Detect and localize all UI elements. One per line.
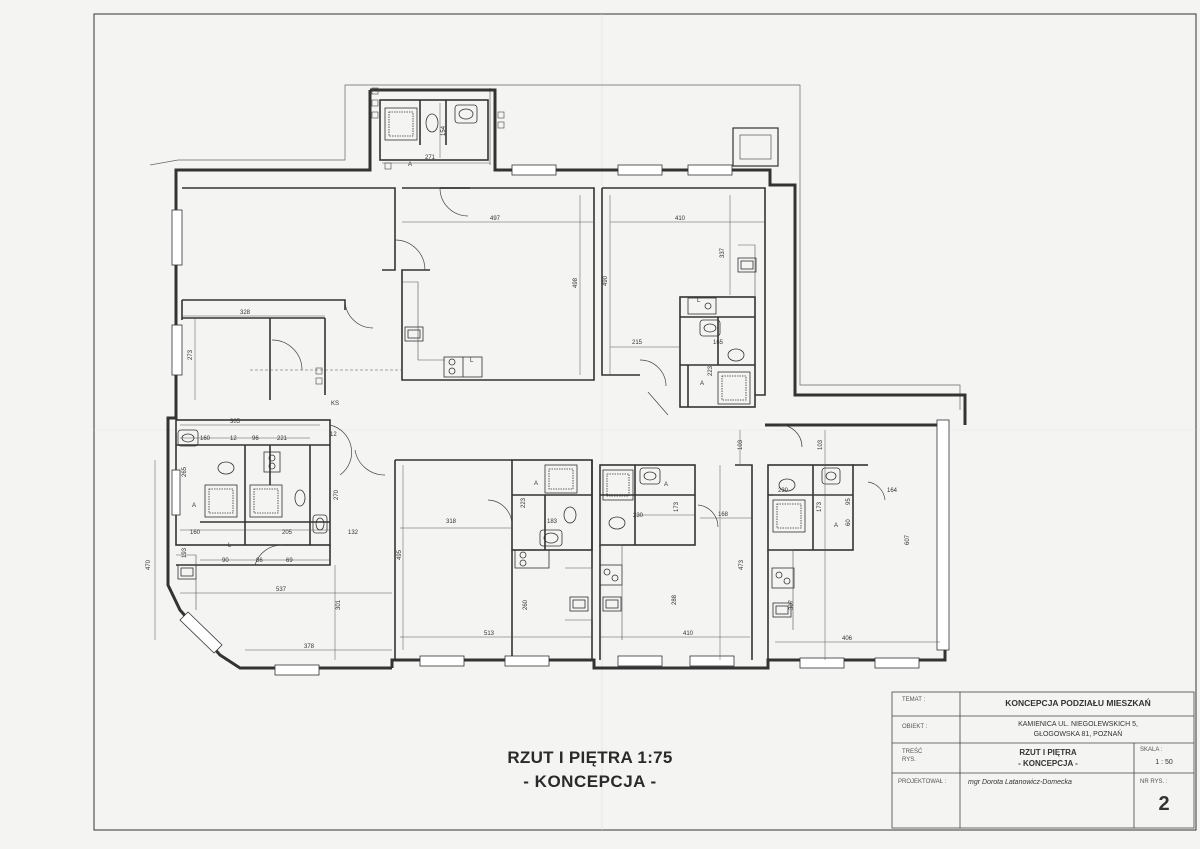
rys-label: RYS. <box>902 757 916 763</box>
dimension-label: 168 <box>718 512 729 518</box>
appliance-label: A <box>664 482 668 488</box>
ks-label: KS <box>331 401 339 407</box>
drawing-title-line1: RZUT I PIĘTRA 1:75 <box>507 748 673 767</box>
dimension-label: 328 <box>240 310 251 316</box>
appliance-label: A <box>534 481 538 487</box>
tresc-label: TREŚĆ <box>902 749 923 755</box>
counter <box>176 244 794 640</box>
dimension-label: 337 <box>720 247 726 258</box>
dimension-label: 265 <box>182 466 188 477</box>
dimension-label: 537 <box>276 587 287 593</box>
dimension-label: 160 <box>190 530 201 536</box>
appliance-label: A <box>192 503 196 509</box>
dimension-label: 495 <box>397 549 403 560</box>
dimension-label: 410 <box>675 216 686 222</box>
dimension-texts: 271 154 497 410 337 490 498 328 273 215 … <box>146 125 911 650</box>
appliance-label: A <box>834 523 838 529</box>
dimension-label: 215 <box>632 340 643 346</box>
appliance-label: A <box>700 381 704 387</box>
dimension-label: 95 <box>846 498 852 505</box>
dimension-lines <box>154 103 940 660</box>
dimension-label: 173 <box>817 501 823 512</box>
dimension-label: 12 <box>230 436 237 442</box>
dimension-label: 160 <box>200 436 211 442</box>
appliance-label: L <box>697 298 701 304</box>
nr-rys-value: 2 <box>1158 793 1170 815</box>
nr-rys-label: NR RYS. : <box>1140 779 1168 785</box>
dimension-label: 96 <box>252 436 259 442</box>
dimension-label: 406 <box>842 636 853 642</box>
dimension-label: 60 <box>846 519 852 526</box>
dimension-label: 498 <box>573 277 579 288</box>
tresc-value-line1: RZUT I PIĘTRA <box>1019 748 1077 757</box>
dimension-label: 164 <box>887 488 898 494</box>
dimension-label: 318 <box>446 519 457 525</box>
dimension-label: 103 <box>818 439 824 450</box>
dimension-label: 154 <box>441 125 447 136</box>
dimension-label: 230 <box>778 488 789 494</box>
dimension-label: 221 <box>277 436 288 442</box>
appliance-label: L <box>228 543 232 549</box>
dimension-label: 270 <box>334 489 340 500</box>
dimension-label: 490 <box>603 275 609 286</box>
dimension-label: 301 <box>336 599 342 610</box>
dimension-label: 378 <box>304 644 315 650</box>
internal-walls <box>175 99 868 660</box>
dimension-label: 183 <box>547 519 558 525</box>
dimension-label: 473 <box>739 559 745 570</box>
dimension-label: 132 <box>348 530 359 536</box>
dimension-label: 173 <box>674 501 680 512</box>
dimension-label: 305 <box>230 419 241 425</box>
dimension-label: 86 <box>256 558 263 564</box>
dimension-label: 271 <box>425 155 436 161</box>
chimney-ducts <box>315 87 505 385</box>
windows <box>171 164 950 676</box>
skala-label: SKALA : <box>1140 747 1163 753</box>
temat-value: KONCEPCJA PODZIAŁU MIESZKAŃ <box>1005 698 1151 708</box>
dimension-label: 193 <box>182 547 188 558</box>
fixture-letters: A A A A A A L L L <box>192 162 838 549</box>
dimension-label: 223 <box>708 365 714 376</box>
dimension-label: 410 <box>683 631 694 637</box>
tresc-value-line2: - KONCEPCJA - <box>1018 759 1078 768</box>
dimension-label: 103 <box>738 439 744 450</box>
door-swings <box>254 187 886 566</box>
drawing-title-line2: - KONCEPCJA - <box>523 772 657 791</box>
external-walls <box>166 88 967 670</box>
dimension-label: 497 <box>490 216 501 222</box>
appliance-label: A <box>408 162 412 168</box>
toilet <box>217 113 796 530</box>
temat-label: TEMAT : <box>902 697 926 703</box>
dimension-label: 260 <box>523 599 529 610</box>
dimension-label: 513 <box>484 631 495 637</box>
obiekt-label: OBIEKT : <box>902 724 928 730</box>
dimension-label: 12 <box>330 432 337 438</box>
dimension-label: 205 <box>282 530 293 536</box>
dimension-label: 90 <box>222 558 229 564</box>
dimension-label: 307 <box>789 599 795 610</box>
dimension-label: 69 <box>286 558 293 564</box>
dimension-label: 273 <box>188 349 194 360</box>
projektowal-value: mgr Dorota Latanowicz-Domecka <box>968 779 1072 786</box>
dimension-label: 288 <box>672 594 678 605</box>
sanitary-fixtures <box>176 87 841 640</box>
dimension-label: 165 <box>713 340 724 346</box>
dimension-label: 230 <box>633 513 644 519</box>
dimension-label: 223 <box>521 497 527 508</box>
sheet-border <box>93 13 1197 831</box>
shower-tray <box>204 107 806 533</box>
projektowal-label: PROJEKTOWAŁ : <box>898 779 947 785</box>
obiekt-value-line1: KAMIENICA UL. NIEGOLEWSKICH 5, <box>1018 721 1138 728</box>
site-boundary <box>149 84 961 410</box>
title-block-frame <box>891 691 1195 829</box>
appliance-label: L <box>470 358 474 364</box>
dimension-label: 470 <box>146 559 152 570</box>
obiekt-value-line2: GŁOGOWSKA 81, POZNAŃ <box>1033 731 1123 738</box>
skala-value: 1 : 50 <box>1155 759 1173 766</box>
dimension-label: 607 <box>905 534 911 545</box>
kitchen-sink <box>177 257 792 618</box>
drawing-title: RZUT I PIĘTRA 1:75 - KONCEPCJA - <box>440 748 740 792</box>
